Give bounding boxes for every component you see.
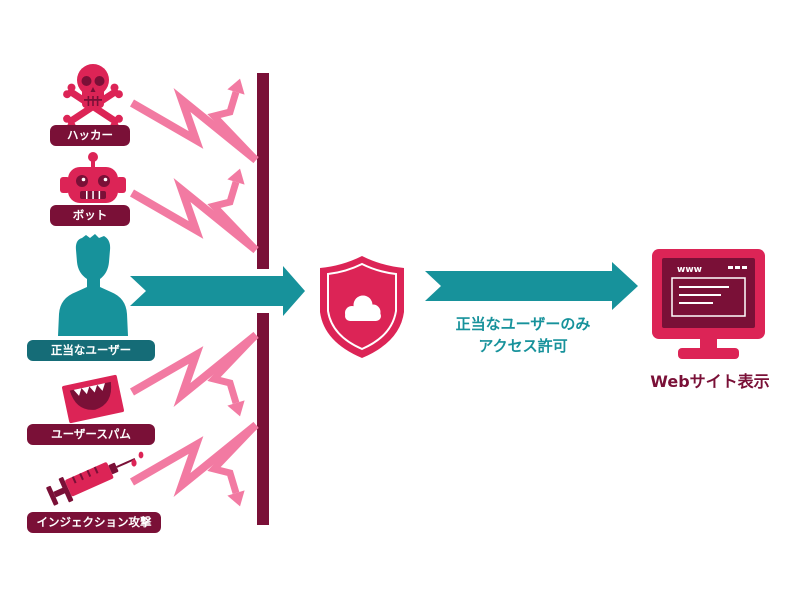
bounce-arrow-spam	[129, 331, 259, 417]
screen-url-text: www	[677, 265, 702, 275]
person-icon	[58, 234, 128, 336]
bounce-arrow-injection	[129, 421, 259, 507]
access-result-line1: 正当なユーザーのみ	[455, 315, 591, 333]
access-result-line2: アクセス許可	[478, 337, 568, 355]
bot-label: ボット	[50, 205, 130, 226]
hacker-label: ハッカー	[50, 125, 130, 146]
syringe-icon	[46, 451, 144, 506]
injection-attack-label: インジェクション攻撃	[27, 512, 161, 533]
monitor-icon: www	[652, 249, 765, 359]
cloud-icon	[345, 295, 381, 321]
allowed-arrow-to-firewall	[130, 266, 305, 316]
firewall-wall-top	[257, 73, 269, 269]
firewall-wall-bottom	[257, 313, 269, 525]
bounce-arrow-bot	[129, 168, 259, 254]
spam-mail-icon	[62, 374, 124, 424]
allowed-arrow-to-website	[425, 262, 638, 310]
robot-icon	[60, 152, 126, 203]
access-result-caption: 正当なユーザーのみ アクセス許可	[430, 313, 616, 357]
bounce-arrow-hacker	[129, 78, 259, 164]
legitimate-user-label: 正当なユーザー	[27, 340, 155, 361]
user-spam-label: ユーザースパム	[27, 424, 155, 445]
shield-cloud-icon	[320, 256, 404, 358]
website-display-label: Webサイト表示	[650, 372, 770, 391]
skull-crossbones-icon	[63, 64, 123, 130]
